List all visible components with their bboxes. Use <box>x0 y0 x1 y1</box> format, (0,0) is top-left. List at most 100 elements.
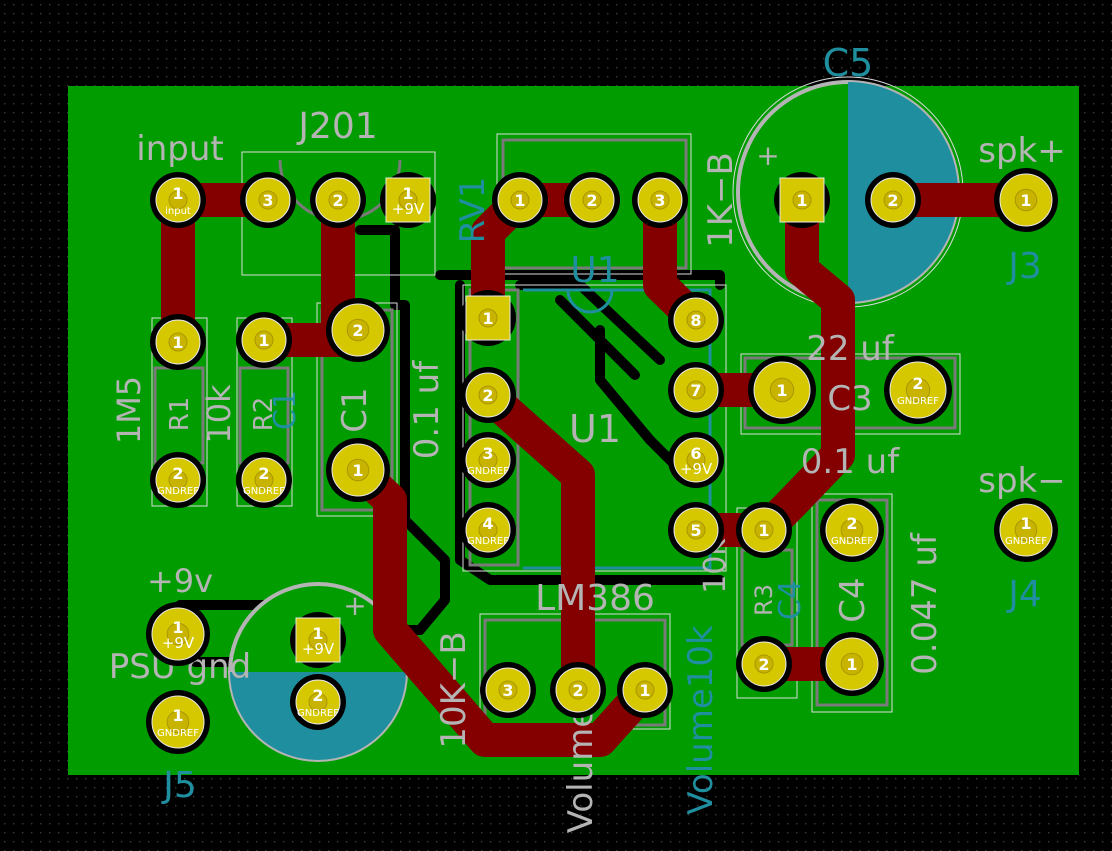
j5-label: J5 <box>161 765 197 806</box>
pad-net-name: +9V <box>162 634 195 652</box>
pad-net-name: GNDREF <box>831 536 873 547</box>
pad-net-name: GNDREF <box>157 728 199 739</box>
pad-u1-8: 8 <box>668 292 724 348</box>
pad-number: 3 <box>262 191 273 210</box>
r1-label: R1 <box>165 397 195 432</box>
pad-net-name: GNDREF <box>243 486 285 497</box>
pad-net-name: GNDREF <box>467 466 509 477</box>
pad-number: 2 <box>912 374 923 393</box>
pad-net-name: input <box>165 206 191 217</box>
c4-value-label: 0.047 uf <box>905 532 945 675</box>
pad-number: 7 <box>690 381 701 400</box>
spk-minus-label: spk− <box>978 461 1065 501</box>
pad-c5-2: 2 <box>865 172 921 228</box>
c3-second-value-label: 0.1 uf <box>801 442 900 482</box>
c4-fab-label: C4 <box>773 580 808 620</box>
pad-net-name: +9V <box>302 640 335 658</box>
pad-number: 1 <box>172 618 183 637</box>
pad-r3-1: 1 <box>736 502 792 558</box>
pad-number: 1 <box>1020 191 1031 210</box>
rv1-label: RV1 <box>453 177 493 244</box>
pad-rv1-3: 3 <box>632 172 688 228</box>
pad-number: 1 <box>776 381 787 400</box>
pad-number: 2 <box>352 321 363 340</box>
pad-net-name: +9V <box>680 460 713 478</box>
pad-rv2-1: 1 <box>617 662 673 718</box>
pad-number: 2 <box>482 386 493 405</box>
spk-plus-label: spk+ <box>978 131 1065 171</box>
pad-number: 1 <box>758 521 769 540</box>
pad-c3-1: 1 <box>748 356 816 424</box>
r2-label: R2 <box>249 397 279 432</box>
pad-number: 1 <box>312 624 323 643</box>
input-label: input <box>136 129 223 169</box>
u1-label: U1 <box>569 407 621 451</box>
pad-number: 1 <box>352 461 363 480</box>
pad-j201-1b: 1+9V <box>380 172 436 228</box>
pad-j201-2: 2 <box>310 172 366 228</box>
pad-net-name: GNDREF <box>157 486 199 497</box>
pad-c5-1: 1 <box>774 172 830 228</box>
pad-net-name: +9V <box>392 200 425 218</box>
pad-number: 2 <box>758 655 769 674</box>
pad-net-name: GNDREF <box>897 396 939 407</box>
pot-1k-label: 1K−B <box>701 152 741 248</box>
pad-number: 2 <box>172 464 183 483</box>
pad-c1-1: 1 <box>326 438 390 502</box>
volume10k-label: Volume10k <box>681 625 721 815</box>
pad-number: 1 <box>482 309 493 328</box>
pad-number: 2 <box>332 191 343 210</box>
pad-number: 1 <box>172 706 183 725</box>
pad-u1-5: 5 <box>668 502 724 558</box>
pad-number: 1 <box>1020 514 1031 533</box>
pad-rv2-2: 2 <box>550 662 606 718</box>
pad-number: 1 <box>796 191 807 210</box>
pad-net-name: GNDREF <box>1005 536 1047 547</box>
pad-number: 2 <box>258 464 269 483</box>
pad-net-name: GNDREF <box>467 536 509 547</box>
pad-number: 1 <box>639 681 650 700</box>
j3-label: J3 <box>1006 246 1042 287</box>
plus9v-label: +9v <box>147 562 213 600</box>
pad-number: 1 <box>172 333 183 352</box>
pad-number: 2 <box>586 191 597 210</box>
pad-number: 1 <box>172 184 183 203</box>
pad-number: 3 <box>482 444 493 463</box>
c2-plus-label: + <box>343 589 366 622</box>
r1-value-label: 1M5 <box>110 376 148 444</box>
pad-net-name: GNDREF <box>297 708 339 719</box>
pad-rv1-1: 1 <box>492 172 548 228</box>
pad-j5-1: 1+9V <box>146 602 210 666</box>
c5-label: C5 <box>823 41 874 85</box>
pad-u1-7: 7 <box>668 362 724 418</box>
pad-number: 3 <box>502 681 513 700</box>
pad-j3-1: 1 <box>994 168 1058 232</box>
pad-c4-1: 1 <box>820 632 884 696</box>
j201-label: J201 <box>296 106 377 147</box>
c3-value-label: 22 uf <box>806 329 895 369</box>
pad-number: 6 <box>690 444 701 463</box>
pad-number: 2 <box>887 191 898 210</box>
c1-fab-label: C1 <box>268 390 303 430</box>
j4-label: J4 <box>1006 574 1042 615</box>
pad-j201-3: 3 <box>240 172 296 228</box>
pad-rv1-2: 2 <box>564 172 620 228</box>
pad-u1-1: 1 <box>460 290 516 346</box>
pad-number: 2 <box>312 686 323 705</box>
r3-label: R3 <box>750 584 778 616</box>
c5-plus-label: + <box>756 139 779 172</box>
volume-label: Volume <box>561 707 601 833</box>
pad-number: 1 <box>514 191 525 210</box>
r2-value-label: 10k <box>200 384 238 444</box>
pad-c1-2: 2 <box>326 298 390 362</box>
pad-number: 3 <box>654 191 665 210</box>
pot-10k-label: 10K−B <box>434 631 474 748</box>
